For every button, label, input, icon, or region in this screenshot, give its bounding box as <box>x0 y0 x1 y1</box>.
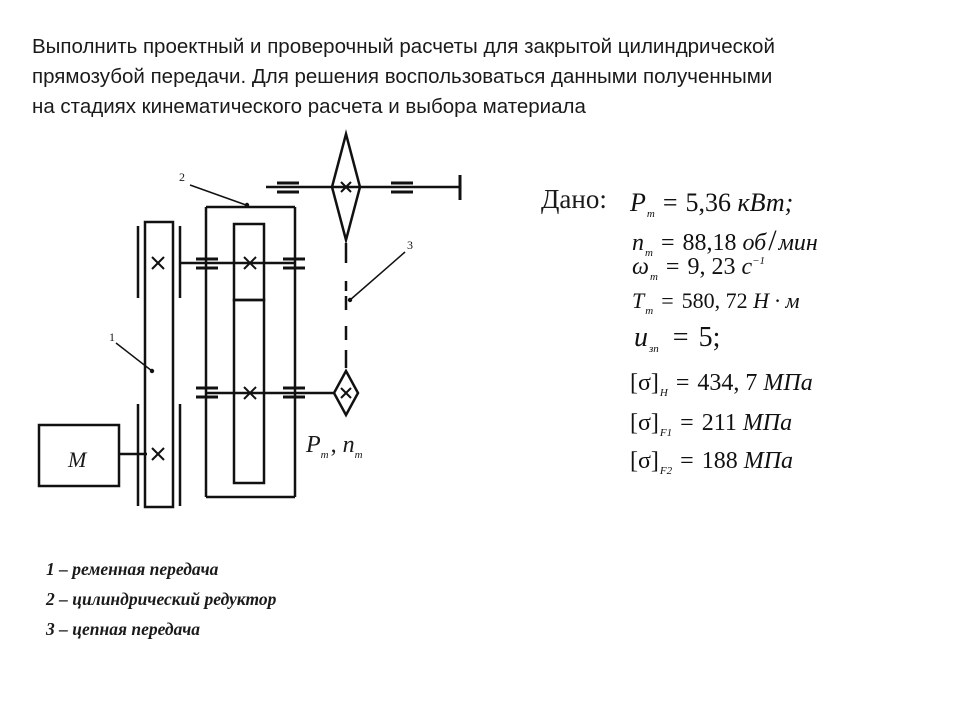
ratio-eq: = <box>672 322 689 353</box>
scheme-legend: 1 – ременная передача 2 – цилиндрический… <box>46 554 276 644</box>
sigma-f1-symbol: [σ] <box>630 410 659 436</box>
given-row-ratio: uзп = 5; <box>634 322 721 355</box>
output-power-symbol: P <box>306 432 321 458</box>
ratio-value: 5; <box>698 322 721 353</box>
sigma-f1-eq: = <box>680 410 694 436</box>
legend-item-reducer: 2 – цилиндрический редуктор <box>46 589 277 609</box>
output-power-sub: т <box>320 449 329 461</box>
speed-symbol: n <box>632 230 644 256</box>
reducer-housing <box>204 205 297 499</box>
ratio-symbol: u <box>634 322 648 353</box>
motor-label: M <box>68 447 87 472</box>
sigma-f2-unit: МПа <box>743 448 794 474</box>
callout-leaders <box>115 184 406 372</box>
sigma-f2-value: 188 <box>701 448 738 474</box>
output-speed-sub: т <box>354 449 363 461</box>
given-row-speed: nт = 88,18 об/мин <box>632 224 818 259</box>
callout-1: 1 <box>109 330 115 344</box>
speed-unit-num: об <box>742 230 767 256</box>
output-sep: , <box>330 432 337 458</box>
sigma-f1-unit: МПа <box>742 410 793 436</box>
torque-value: 580, 72 <box>681 288 748 313</box>
sigma-h-eq: = <box>675 370 690 396</box>
output-speed-symbol: n <box>342 432 355 458</box>
omega-unit-exp: −1 <box>752 255 766 267</box>
power-sub: т <box>646 208 655 220</box>
omega-unit: с <box>741 254 753 280</box>
task-line-1: Выполнить проектный и проверочный расчет… <box>32 35 775 58</box>
motor-box <box>37 423 121 488</box>
sigma-h-sub: H <box>659 387 668 399</box>
legend-item-belt: 1 – ременная передача <box>46 559 219 579</box>
sigma-f2-eq: = <box>680 448 694 474</box>
sigma-f1-sub: F1 <box>659 427 673 439</box>
bearings <box>196 181 413 399</box>
omega-sub: т <box>649 271 658 283</box>
spur-gears <box>232 222 266 485</box>
given-row-torque: Tт = 580, 72 Н · м <box>632 288 800 317</box>
speed-value: 88,18 <box>682 230 737 256</box>
omega-value: 9, 23 <box>687 254 736 280</box>
power-value: 5,36 <box>685 188 732 217</box>
sigma-h-unit: МПа <box>763 370 813 396</box>
speed-eq: = <box>660 230 675 256</box>
output-params: Pт,nт <box>306 432 363 461</box>
torque-unit: Н · м <box>753 288 800 313</box>
speed-sub: т <box>645 247 653 259</box>
task-line-3: на стадиях кинематического расчета и выб… <box>32 95 586 118</box>
callout-2: 2 <box>179 170 185 184</box>
given-row-power: Pт =5,36 кВт; <box>630 188 794 220</box>
task-statement: Выполнить проектный и проверочный расчет… <box>32 32 932 122</box>
power-unit: кВт; <box>737 188 794 217</box>
callout-3: 3 <box>407 238 413 252</box>
omega-symbol: ω <box>632 254 649 280</box>
sigma-f2-sub: F2 <box>659 465 673 477</box>
omega-eq: = <box>665 254 680 280</box>
sigma-h-symbol: [σ] <box>630 370 659 396</box>
ratio-sub: зп <box>649 343 659 355</box>
given-row-sigma-f2: [σ]F2 = 188 МПа <box>630 448 794 477</box>
torque-sub: т <box>645 305 654 317</box>
legend-item-chain: 3 – цепная передача <box>46 619 201 639</box>
chain-drive <box>330 129 362 418</box>
sigma-h-value: 434, 7 <box>697 370 758 396</box>
power-eq: = <box>662 188 678 217</box>
task-line-2: прямозубой передачи. Для решения восполь… <box>32 65 773 88</box>
sigma-f2-symbol: [σ] <box>630 448 659 474</box>
sigma-f1-value: 211 <box>701 410 737 436</box>
power-symbol: P <box>630 188 646 217</box>
given-row-sigma-f1: [σ]F1 = 211 МПа <box>630 410 793 439</box>
fraction-slash: / <box>768 224 777 257</box>
torque-eq: = <box>661 288 674 313</box>
torque-symbol: T <box>632 288 645 313</box>
given-row-omega: ωт = 9, 23 с−1 <box>632 254 766 283</box>
given-row-sigma-h: [σ]H = 434, 7 МПа <box>630 370 813 399</box>
given-label: Дано: <box>541 184 607 214</box>
speed-unit-den: мин <box>778 230 818 256</box>
